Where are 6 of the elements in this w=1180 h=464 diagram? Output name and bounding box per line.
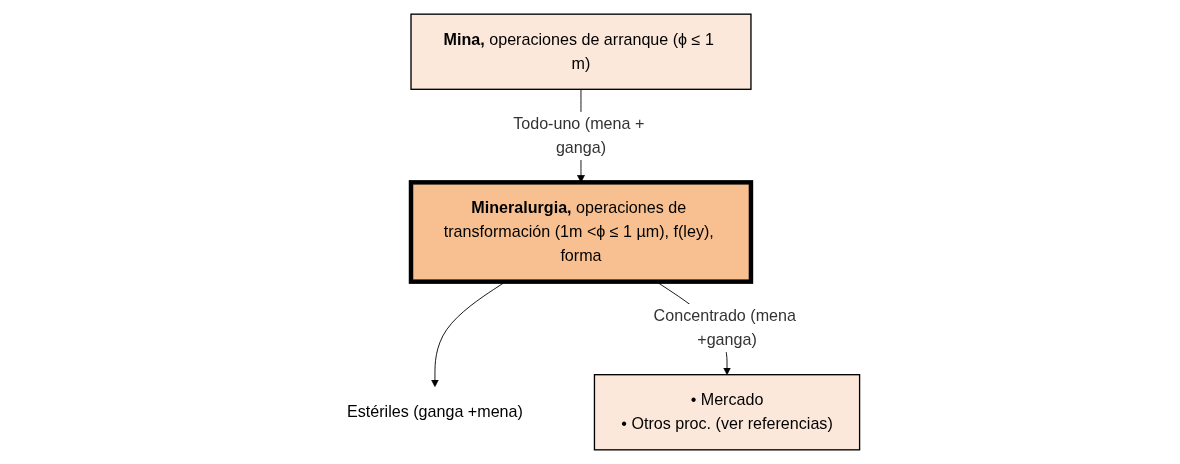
node-box: • Mercado • Otros proc. (ver referencias) <box>593 374 861 451</box>
node-box: Mineralurgia, operaciones de transformación (1m <ϕ ≤ 1 µm), f(ley), forma <box>408 180 754 284</box>
edge-label: Todo-uno (mena + ganga) <box>513 114 645 157</box>
node-box: Mina, operaciones de arranque (ϕ ≤ 1 m) <box>410 13 752 90</box>
node-text: Estériles (ganga +mena) <box>347 402 524 421</box>
edge-label: Concentrado (mena +ganga) <box>653 306 797 349</box>
